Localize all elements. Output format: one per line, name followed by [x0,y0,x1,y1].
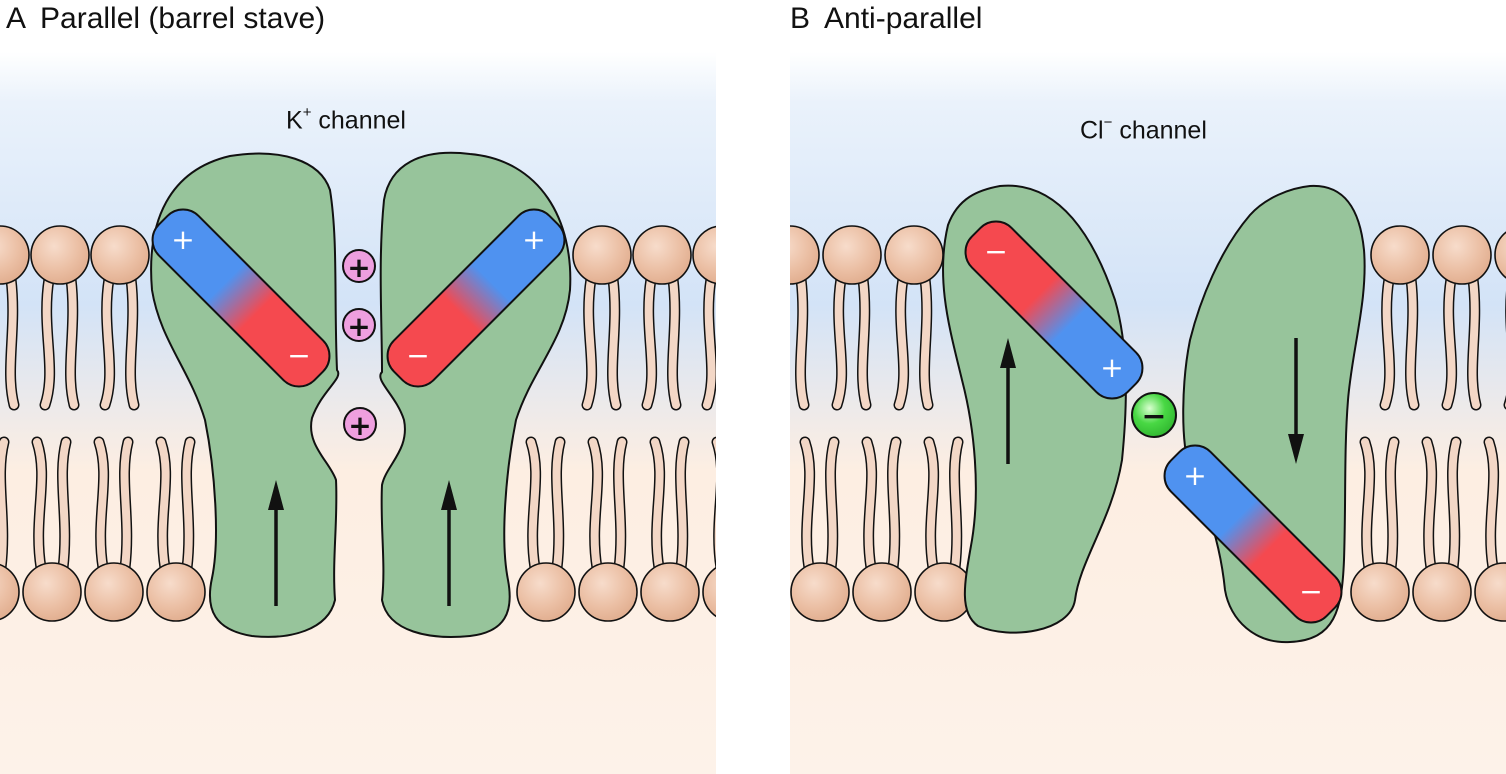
cl-ion-charge: − [1103,114,1113,131]
lipid-tails [155,436,196,574]
lipid-head [22,562,82,622]
cation-sign: + [347,251,370,284]
anion-ion: − [1131,392,1177,438]
cl-channel-suffix: channel [1112,116,1207,145]
lipid-tails [1441,273,1482,411]
lipid-tails [1421,436,1462,574]
left-helix-dipole: + − [151,208,331,388]
lipid-head [1412,562,1472,622]
k-channel-label: K+ channel [286,104,406,135]
lipid-tails [861,436,902,574]
right-helix-dipole: + − [386,208,566,388]
panel-b-title: B Anti-parallel [790,2,982,36]
dipole-minus-label: − [984,235,1007,268]
dipole-plus-label: + [171,223,194,256]
cation-sign: + [348,409,371,442]
lipid-tails [649,436,690,574]
lipid-head [632,225,692,285]
lipid-head [516,562,576,622]
cl-ion-symbol: Cl [1080,116,1104,145]
panel-a-letter: A [6,2,27,35]
lipid-tails [1379,273,1420,411]
panel-a-title: A Parallel (barrel stave) [6,2,325,36]
dipole-bar [386,208,566,388]
lipid-tails [923,436,964,574]
lipid-head [1370,225,1430,285]
lipid-head [90,225,150,285]
lipid-head [146,562,206,622]
cl-channel-label: Cl− channel [1080,114,1207,145]
lipid-head [692,225,716,285]
lipid-tails [893,273,934,411]
lipid-tails [0,436,10,574]
lipid-head [884,225,944,285]
panel-b-diagram: − + + − − [790,52,1506,774]
lipid-head [84,562,144,622]
lipid-tails [641,273,682,411]
lipid-tails [93,436,134,574]
lipid-head [852,562,912,622]
cation-ion: + [342,249,376,284]
lipid-tails [587,436,628,574]
anion-sign: − [1141,399,1166,434]
lipid-tails [831,273,872,411]
panel-a-title-text: Parallel (barrel stave) [40,2,326,35]
panel-b-letter: B [790,2,811,35]
lipid-tails [39,273,80,411]
panel-b-title-text: Anti-parallel [824,2,983,35]
dipole-bar [964,220,1144,400]
lipid-head [1474,562,1506,622]
dipole-plus-label: + [1183,459,1206,492]
lipid-head [702,566,716,618]
lipid-tails [799,436,840,574]
lipid-head [0,225,30,285]
dipole-minus-label: − [287,339,310,372]
lipid-head [1432,225,1492,285]
lipid-head [0,563,20,621]
dipole-bar [1163,444,1343,624]
lipid-tails [1359,436,1400,574]
cation-ion: + [342,308,376,343]
lipid-tails [525,436,566,574]
k-channel-suffix: channel [311,106,406,135]
panel-b-lipid-bilayer [790,225,1506,622]
lipid-head [1350,562,1410,622]
cation-sign: + [347,310,370,343]
lipid-head [790,225,820,285]
lipid-head [578,562,638,622]
panel-a-lipid-bilayer [0,225,716,622]
cl-right-helix-dipole: + − [1163,444,1343,624]
cation-ion: + [343,407,377,442]
lipid-tails [1483,436,1500,574]
lipid-head [822,225,882,285]
lipid-tails [701,273,716,411]
lipid-tails [581,273,622,411]
right-helix-arrow-up [441,480,457,606]
k-ion-symbol: K [286,106,303,135]
dipole-plus-label: + [1100,351,1123,384]
dipole-bar [151,208,331,388]
lipid-tails [711,436,716,571]
lipid-head [30,225,90,285]
lipid-head [1494,231,1506,279]
lipid-head [572,225,632,285]
lipid-tails [795,273,810,411]
dipole-plus-label: + [522,223,545,256]
left-helix-arrow-up [268,480,284,606]
cl-left-helix-arrow-up [1000,338,1016,464]
lipid-tails [99,273,140,411]
cl-left-helix-dipole: − + [964,220,1144,400]
panel-a-diagram: + − + − + + + [0,52,716,774]
lipid-head [790,562,850,622]
lipid-tails [31,436,72,574]
lipid-tails [5,273,20,411]
dipole-minus-label: − [1299,575,1322,608]
lipid-head [640,562,700,622]
dipole-minus-label: − [406,339,429,372]
k-ion-charge: + [302,104,312,121]
cl-right-helix-arrow-down [1288,338,1304,464]
